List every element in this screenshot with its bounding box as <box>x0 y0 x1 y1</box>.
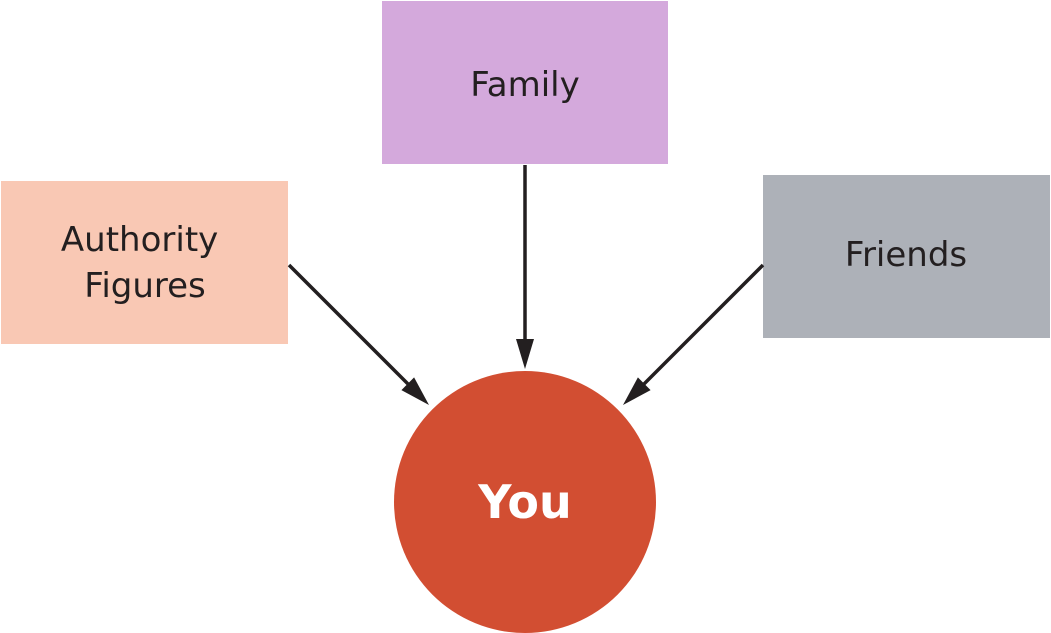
node-authority-figures-label-line-1: Authority <box>61 220 218 260</box>
edge-authority-to-you-arrowhead <box>401 377 429 405</box>
node-authority-figures: Authority Figures <box>1 181 288 344</box>
node-you-circle <box>394 371 656 633</box>
node-authority-figures-box <box>1 181 288 344</box>
node-friends: Friends <box>763 175 1050 338</box>
node-friends-box <box>763 175 1050 338</box>
edge-family-to-you <box>516 165 534 369</box>
node-family: Family <box>382 1 668 164</box>
node-family-label: Family <box>470 65 579 105</box>
node-family-box <box>382 1 668 164</box>
node-you-label: You <box>477 475 571 529</box>
node-you: You <box>394 371 656 633</box>
edge-friends-to-you-line <box>638 263 765 390</box>
edge-family-to-you-arrowhead <box>516 339 534 369</box>
edge-friends-to-you-arrowhead <box>623 377 651 405</box>
edge-authority-to-you-line <box>287 263 414 390</box>
edge-friends-to-you <box>623 263 765 405</box>
node-authority-figures-label: Authority Figures <box>61 220 229 306</box>
edge-authority-to-you <box>287 263 429 405</box>
node-authority-figures-label-line-2: Figures <box>84 266 206 306</box>
node-friends-label: Friends <box>845 235 967 275</box>
